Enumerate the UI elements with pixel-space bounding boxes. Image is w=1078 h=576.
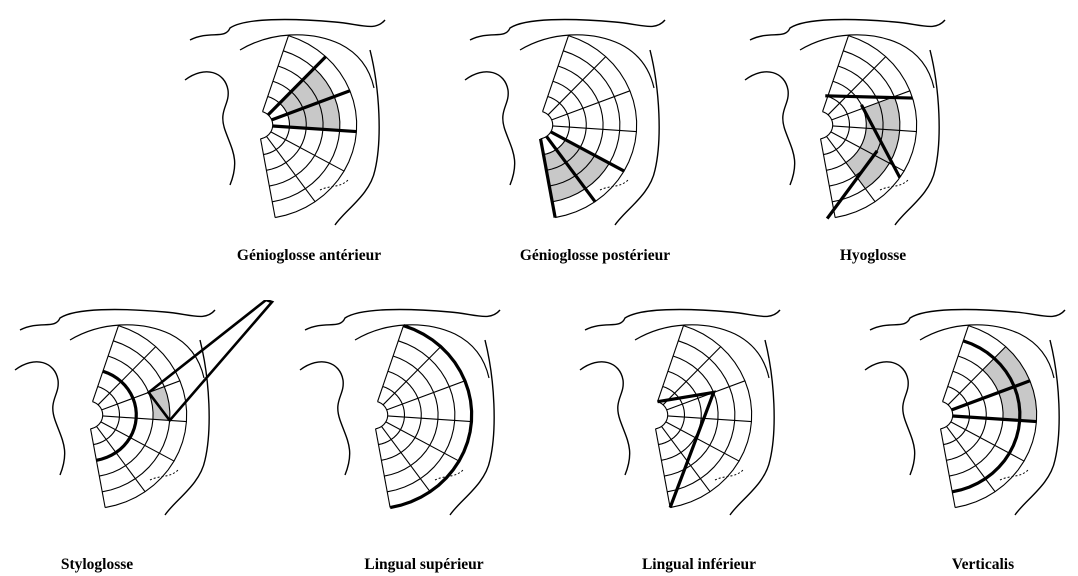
tongue-diagram xyxy=(565,300,825,540)
tongue-mesh xyxy=(185,20,385,225)
panel-lingual-superieur xyxy=(285,300,545,540)
panel-hyoglosse xyxy=(730,10,990,240)
mesh-arc xyxy=(823,96,849,154)
mesh-arc xyxy=(658,386,684,444)
highlighted-fiber xyxy=(825,96,912,98)
palate-outline xyxy=(635,325,769,378)
tongue-mesh xyxy=(300,310,500,515)
mesh-arc xyxy=(821,112,833,139)
mesh-arc xyxy=(656,402,668,429)
caption: Génioglosse antérieur xyxy=(237,248,381,264)
tongue-mesh xyxy=(465,20,665,225)
mesh-radial xyxy=(947,426,996,491)
caption: Verticalis xyxy=(952,557,1014,573)
mesh-arc xyxy=(261,112,273,139)
tongue-mesh xyxy=(865,310,1065,515)
mesh-radial xyxy=(552,91,630,120)
mesh-radial xyxy=(548,57,606,115)
mesh-radial xyxy=(553,126,637,132)
panel-lingual-inferieur xyxy=(565,300,825,540)
tongue-diagram xyxy=(0,300,280,540)
mesh-arc xyxy=(378,386,404,444)
mesh-radial xyxy=(662,426,711,491)
vocal-tract-outline xyxy=(300,310,500,515)
palate-outline xyxy=(520,35,654,88)
panel-verticalis xyxy=(850,300,1078,540)
panel-genioglosse-posterieur xyxy=(450,10,710,240)
shaded-muscle-region xyxy=(983,347,1037,422)
tongue-diagram xyxy=(170,10,430,240)
palate-outline xyxy=(70,325,204,378)
caption: Lingual supérieur xyxy=(364,557,483,573)
caption: Génioglosse postérieur xyxy=(520,248,670,264)
mesh-radial xyxy=(267,136,316,201)
mesh-radial xyxy=(376,429,391,508)
panel-styloglosse xyxy=(0,300,280,540)
shaded-muscle-region xyxy=(846,97,900,189)
tongue-diagram xyxy=(450,10,710,240)
tongue-mesh xyxy=(15,300,272,515)
tongue-mesh xyxy=(580,310,780,515)
mesh-radial xyxy=(261,139,276,218)
mesh-radial xyxy=(387,381,465,410)
highlighted-fiber xyxy=(658,392,714,507)
caption: Styloglosse xyxy=(61,557,133,573)
mesh-radial xyxy=(941,429,956,508)
tongue-diagram xyxy=(730,10,990,240)
mesh-arc xyxy=(91,402,103,429)
caption: Lingual inférieur xyxy=(642,557,756,573)
vocal-tract-outline xyxy=(185,20,385,225)
tongue-diagram xyxy=(850,300,1078,540)
vocal-tract-outline xyxy=(15,310,215,515)
tongue-mesh xyxy=(745,20,945,225)
caption: Hyoglosse xyxy=(840,248,906,264)
shaded-muscle-region xyxy=(543,140,609,202)
mesh-arc xyxy=(376,402,388,429)
mesh-radial xyxy=(91,429,106,508)
palate-outline xyxy=(800,35,934,88)
mesh-radial xyxy=(656,429,671,508)
mesh-radial xyxy=(98,347,156,405)
mesh-radial xyxy=(668,416,752,422)
mesh-arc xyxy=(93,386,119,444)
mesh-radial xyxy=(388,416,472,422)
mesh-radial xyxy=(821,139,836,218)
tongue-diagram xyxy=(285,300,545,540)
mesh-radial xyxy=(383,347,441,405)
mesh-radial xyxy=(382,426,431,491)
mesh-arc xyxy=(541,112,553,139)
panel-genioglosse-anterieur xyxy=(170,10,430,240)
mesh-arc xyxy=(941,402,953,429)
